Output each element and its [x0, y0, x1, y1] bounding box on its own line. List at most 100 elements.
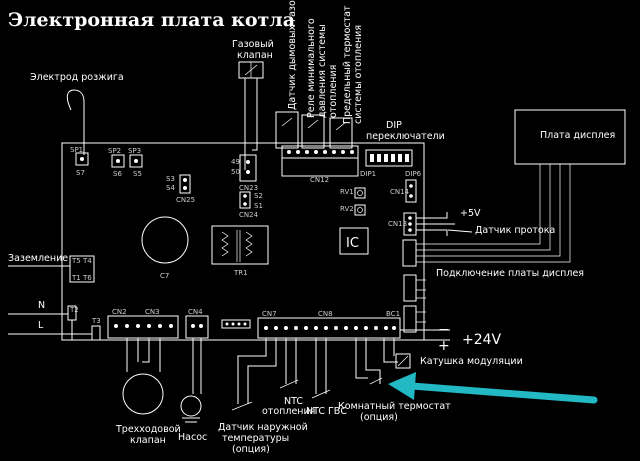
- cn2-mark: CN2: [112, 308, 127, 316]
- room-thermostat-label-1: Комнатный термостат: [338, 401, 451, 412]
- sp2-mark: SP2: [108, 147, 121, 155]
- s3-mark: S3: [166, 175, 175, 183]
- t4-mark: T4: [82, 257, 92, 265]
- gas-valve-label-2: клапан: [237, 50, 273, 61]
- cn12-mark: CN12: [310, 176, 329, 184]
- main-board-outline: [61, 142, 425, 341]
- dip-label-2: переключатели: [366, 131, 445, 142]
- cn8-mark: CN8: [318, 310, 333, 318]
- t2-mark: T2: [69, 306, 79, 314]
- t1-mark: T1: [71, 274, 81, 282]
- electrode-label: Электрод розжига: [30, 72, 124, 83]
- limit-thermostat-label-1: Предельный термостат: [342, 5, 353, 124]
- ground-label: Заземление: [8, 253, 68, 264]
- sp3-mark: SP3: [128, 147, 141, 155]
- ignition-electrode: [66, 89, 85, 155]
- three-way-label-2: клапан: [130, 435, 166, 446]
- ntc-heating-label-1: NTC: [284, 396, 303, 407]
- min-pressure-label-1: Реле минимального: [306, 18, 317, 118]
- cn7-cn8-pins: [264, 326, 396, 330]
- capacitor-c7: [141, 216, 189, 264]
- sp1-mark: SP1: [70, 146, 83, 154]
- cn23-mark: CN23: [239, 184, 258, 192]
- flow-sensor-label: Датчик протока: [475, 225, 555, 236]
- flue-sensor-label: Датчик дымовых газов: [287, 0, 298, 110]
- room-thermostat-label-2: (опция): [360, 412, 398, 423]
- limit-thermostat-label-2: системы отопления: [353, 25, 364, 124]
- gas-valve-label-1: Газовый: [232, 39, 274, 50]
- ic-mark: IC: [346, 236, 359, 251]
- cn23-connector: [239, 154, 257, 182]
- c7-mark: C7: [160, 272, 169, 280]
- s5-mark: S5: [133, 170, 142, 178]
- dip-switches: [365, 149, 413, 167]
- highlight-arrow: [388, 372, 598, 404]
- dip-switch-keys: [370, 154, 409, 162]
- cn24-mark: CN24: [239, 211, 259, 219]
- display-connection-label: Подключение платы дисплея: [436, 268, 584, 279]
- s6-mark: S6: [113, 170, 122, 178]
- pump-label: Насос: [178, 432, 207, 443]
- cn7-cn8-connector: [257, 317, 401, 339]
- bc1-mark: BC1: [386, 310, 400, 318]
- cn2-cn3-connector: [107, 315, 179, 339]
- cn12-pins: [287, 150, 354, 154]
- modulation-coil: [395, 353, 411, 369]
- rv2-mark: RV2: [340, 205, 354, 213]
- display-cable: [416, 164, 571, 263]
- dip6-mark: DIP6: [405, 170, 422, 178]
- line-label: L: [38, 320, 44, 331]
- transformer-tr1: [211, 225, 269, 265]
- outdoor-sensor-label-1: Датчик наружной: [218, 422, 308, 433]
- ground-terminals: [69, 255, 95, 283]
- minus-label: −: [438, 322, 450, 338]
- cn4-mark: CN4: [188, 308, 203, 316]
- cn7-mark: CN7: [262, 310, 277, 318]
- pump: [180, 395, 202, 417]
- min-pressure-switch: [301, 114, 325, 149]
- neutral-label: N: [38, 300, 45, 311]
- rv1-mark: RV1: [340, 188, 354, 196]
- display-connector: [402, 239, 417, 267]
- t3-mark: T3: [91, 317, 101, 325]
- pin50-mark: 50: [231, 168, 240, 176]
- flue-sensor-switch: [275, 111, 299, 149]
- diagram-title: Электронная плата котла: [8, 9, 295, 31]
- s2-mark: S2: [254, 192, 263, 200]
- limit-thermostat-switch: [329, 117, 353, 149]
- s4-mark: S4: [166, 184, 175, 192]
- three-way-label-1: Трехходовой: [115, 424, 181, 435]
- cn25-mark: CN25: [176, 196, 195, 204]
- tr1-mark: TR1: [233, 269, 248, 277]
- modulation-coil-label: Катушка модуляции: [420, 356, 523, 367]
- dip-label-1: DIP: [386, 120, 402, 131]
- min-pressure-label-2: давления системы: [317, 24, 328, 118]
- ntc-dhw-sensor: [311, 389, 331, 399]
- t6-mark: T6: [82, 274, 92, 282]
- t5-mark: T5: [71, 257, 81, 265]
- plus-label: +: [438, 338, 450, 354]
- plus5v-label: +5V: [460, 208, 481, 219]
- s1-mark: S1: [254, 202, 263, 210]
- ntc-heating-sensor: [279, 379, 299, 389]
- sp1-terminal: [75, 152, 89, 166]
- outdoor-sensor-label-3: (опция): [232, 444, 270, 455]
- s7-mark: S7: [76, 169, 85, 177]
- ntc-dhw-label: NTC ГВС: [306, 406, 347, 417]
- three-way-valve-motor: [122, 373, 164, 415]
- cn14-connector: [405, 179, 417, 203]
- outdoor-sensor-label-2: температуры: [222, 433, 289, 444]
- display-board-label: Плата дисплея: [540, 130, 615, 141]
- cn4-connector: [185, 315, 209, 339]
- cn14-mark: CN14: [390, 188, 410, 196]
- min-pressure-label-3: отопления: [328, 65, 339, 118]
- plus24v-label: +24V: [462, 332, 502, 348]
- pin49-mark: 49: [231, 158, 240, 166]
- cn2-cn3-pins: [114, 324, 173, 328]
- outdoor-sensor: [231, 401, 253, 411]
- ntc-heating-label-2: отопления: [262, 406, 315, 417]
- ic-chip: [339, 227, 369, 255]
- cn3-mark: CN3: [145, 308, 160, 316]
